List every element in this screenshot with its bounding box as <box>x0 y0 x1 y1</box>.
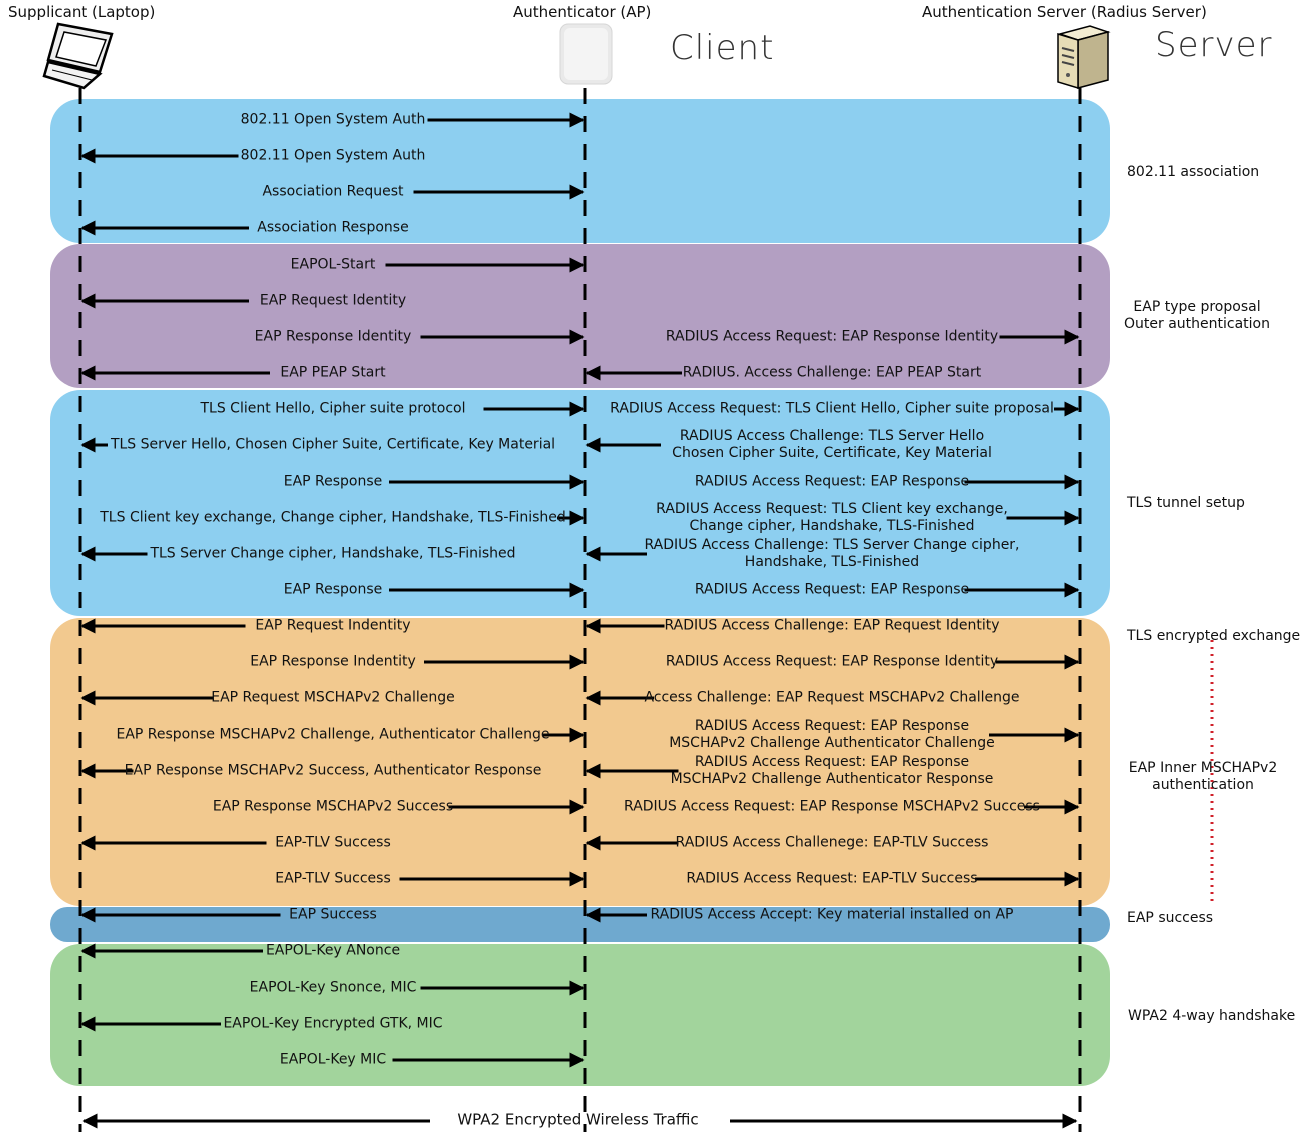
left-message-label: EAP-TLV Success <box>275 870 391 887</box>
right-message-line1: RADIUS Access Request: EAP Response <box>694 473 970 490</box>
right-message-label: RADIUS Access Request: EAP Response Iden… <box>666 329 998 346</box>
left-message-label: TLS Client key exchange, Change cipher, … <box>100 509 566 526</box>
phase-association: 802.11 association <box>1127 164 1260 180</box>
band-inner-auth <box>50 618 1110 906</box>
phase-handshake: WPA2 4-way handshake <box>1128 1008 1296 1024</box>
left-message-label: EAPOL-Key ANonce <box>265 942 401 959</box>
right-message-label: RADIUS Access Request: EAP Response Iden… <box>666 654 998 671</box>
server-label: Authentication Server (Radius Server) <box>922 3 1207 21</box>
right-message-label: RADIUS Access Request: EAP-TLV Success <box>686 871 977 888</box>
phase-inner-line2: authentication <box>1152 777 1254 793</box>
left-message-label: Association Response <box>257 219 409 236</box>
right-message-line1: RADIUS Access Challenge: EAP Request Ide… <box>664 617 1000 634</box>
server-icon <box>1057 25 1111 90</box>
right-message-line1: RADIUS Access Challenge: TLS Server Chan… <box>644 537 1020 553</box>
band-handshake <box>50 944 1110 1086</box>
right-message-line1: RADIUS Access Request: EAP Response <box>694 718 970 734</box>
left-message-label: EAP Response <box>283 581 383 598</box>
left-message-label: EAP Request Identity <box>259 292 407 309</box>
authenticator-label: Authenticator (AP) <box>513 3 652 21</box>
left-message-label: EAP-TLV Success <box>275 834 391 851</box>
right-message-label: RADIUS Access Accept: Key material insta… <box>651 907 1014 924</box>
right-message-line1: RADIUS Access Request: EAP-TLV Success <box>686 870 978 887</box>
traffic-label: WPA2 Encrypted Wireless Traffic <box>457 1110 699 1129</box>
right-message-line1: RADIUS. Access Challenge: EAP PEAP Start <box>682 364 982 381</box>
right-message-line1: RADIUS Access Request: TLS Client key ex… <box>656 501 1008 517</box>
laptop-icon <box>42 22 114 90</box>
right-message-label: RADIUS Access Request: EAP Response <box>695 582 969 599</box>
right-message-line1: RADIUS Access Request: EAP Response Iden… <box>665 328 999 345</box>
left-message-label: EAPOL-Key Encrypted GTK, MIC <box>223 1015 443 1032</box>
left-message-label: EAPOL-Key Snonce, MIC <box>249 979 417 996</box>
right-message-label: RADIUS Access Request: TLS Client Hello,… <box>610 401 1054 418</box>
phase-inner-line1: EAP Inner MSCHAPv2 <box>1128 760 1278 776</box>
right-message-line2: Handshake, TLS-Finished <box>744 554 920 570</box>
right-message-line1: RADIUS Access Request: EAP Response <box>694 754 970 770</box>
left-message-label: TLS Server Change cipher, Handshake, TLS… <box>150 545 516 562</box>
left-message-label: EAP Response Identity <box>254 328 412 345</box>
phase-eap-success: EAP success <box>1127 910 1214 926</box>
right-message-label: Access Challenge: EAP Request MSCHAPv2 C… <box>644 690 1019 707</box>
left-message-label: Association Request <box>262 183 404 200</box>
right-message-line1: RADIUS Access Request: EAP Response MSCH… <box>624 798 1040 815</box>
left-message-label: EAP Request MSCHAPv2 Challenge <box>211 689 455 706</box>
band-tls-setup <box>50 390 1110 616</box>
right-message-line1: RADIUS Access Request: TLS Client Hello,… <box>610 400 1054 417</box>
client-title: Client <box>670 28 775 68</box>
left-message-label: EAPOL-Key MIC <box>279 1051 387 1068</box>
access-point-icon <box>559 23 613 85</box>
left-message-label: EAP Response Indentity <box>250 653 416 670</box>
right-message-line2: MSCHAPv2 Challenge Authenticator Respons… <box>670 771 994 787</box>
right-message-label: RADIUS. Access Challenge: EAP PEAP Start <box>683 365 982 382</box>
phase-eap-proposal-line1: EAP type proposal <box>1133 299 1261 315</box>
left-message-label: EAP PEAP Start <box>280 364 386 381</box>
right-message-line1: Access Challenge: EAP Request MSCHAPv2 C… <box>644 689 1020 706</box>
right-message-line2: Chosen Cipher Suite, Certificate, Key Ma… <box>672 445 992 461</box>
right-message-label: RADIUS Access Request: TLS Client key ex… <box>656 501 1008 535</box>
left-message-label: EAP Response MSCHAPv2 Success, Authentic… <box>124 762 542 779</box>
phase-tls-encrypted: TLS encrypted exchange <box>1127 628 1301 644</box>
left-message-label: 802.11 Open System Auth <box>240 111 426 128</box>
left-message-label: EAP Request Indentity <box>255 617 411 634</box>
band-eap-success <box>50 907 1110 942</box>
right-message-label: RADIUS Access Challenge: TLS Server Hell… <box>672 428 992 462</box>
right-message-line1: RADIUS Access Challenge: TLS Server Hell… <box>679 428 985 444</box>
phase-tls-setup: TLS tunnel setup <box>1127 495 1245 511</box>
right-message-label: RADIUS Access Request: EAP Response MSCH… <box>624 799 1040 816</box>
left-message-label: EAP Response <box>283 473 383 490</box>
right-message-line1: RADIUS Access Accept: Key material insta… <box>650 906 1014 923</box>
right-message-line2: MSCHAPv2 Challenge Authenticator Challen… <box>669 735 995 751</box>
left-message-label: EAPOL-Start <box>290 256 376 273</box>
right-message-label: RADIUS Access Request: EAP Response <box>695 474 969 491</box>
right-message-label: RADIUS Access Challenge: EAP Request Ide… <box>664 618 999 635</box>
band-association <box>50 99 1110 243</box>
left-message-label: TLS Server Hello, Chosen Cipher Suite, C… <box>110 436 556 453</box>
right-message-label: RADIUS Access Challenege: EAP-TLV Succes… <box>676 835 989 852</box>
right-message-line1: RADIUS Access Request: EAP Response <box>694 581 970 598</box>
left-message-label: TLS Client Hello, Cipher suite protocol <box>200 400 466 417</box>
supplicant-label: Supplicant (Laptop) <box>8 3 156 21</box>
left-message-label: EAP Response MSCHAPv2 Success <box>212 798 454 815</box>
band-eap-proposal <box>50 244 1110 388</box>
right-message-line2: Change cipher, Handshake, TLS-Finished <box>689 518 975 534</box>
right-message-line1: RADIUS Access Challenege: EAP-TLV Succes… <box>675 834 989 851</box>
left-message-label: EAP Success <box>289 906 377 923</box>
right-message-line1: RADIUS Access Request: EAP Response Iden… <box>665 653 999 670</box>
right-message-label: RADIUS Access Challenge: TLS Server Chan… <box>644 537 1019 571</box>
phase-eap-proposal-line2: Outer authentication <box>1124 316 1270 332</box>
left-message-label: 802.11 Open System Auth <box>240 147 426 164</box>
left-message-label: EAP Response MSCHAPv2 Challenge, Authent… <box>116 726 550 743</box>
server-title: Server <box>1155 25 1273 65</box>
